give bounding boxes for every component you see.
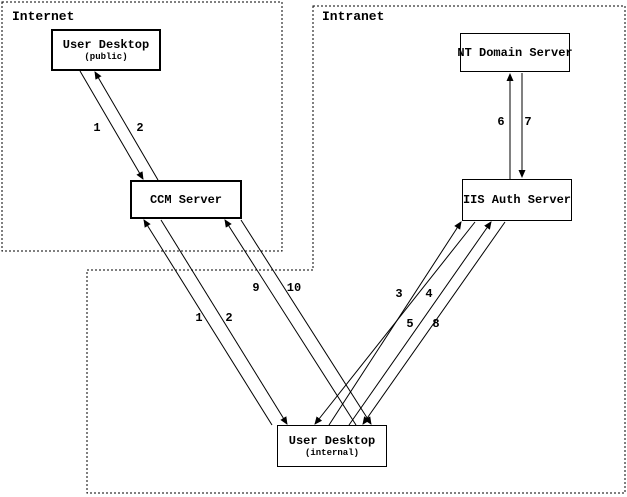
node-title: IIS Auth Server	[462, 193, 572, 207]
node-iis-auth-server: IIS Auth Server	[462, 179, 572, 221]
node-user-desktop-public: User Desktop (public)	[51, 29, 161, 71]
edge-label-8: 8	[432, 317, 439, 331]
node-subtitle: (public)	[84, 52, 128, 62]
edge-label-5: 5	[406, 317, 413, 331]
edge-label-2: 2	[225, 311, 232, 325]
node-nt-domain-server: NT Domain Server	[457, 33, 573, 72]
edge-line-4	[314, 221, 476, 425]
node-subtitle: (internal)	[304, 448, 359, 458]
edge-label-4: 4	[425, 287, 432, 301]
region-border-internet	[1, 1, 283, 252]
edge-label-3: 3	[395, 287, 402, 301]
edge-line-8	[362, 221, 506, 425]
edge-line-1	[143, 219, 273, 426]
edge-label-1: 1	[93, 121, 100, 135]
region-border-intranet	[86, 5, 626, 494]
edge-label-1: 1	[195, 311, 202, 325]
edge-line-2	[160, 219, 288, 425]
region-label-intranet: Intranet	[322, 9, 385, 24]
node-title: CCM Server	[149, 192, 222, 207]
edge-line-2	[94, 71, 159, 181]
edge-line-1	[79, 70, 144, 180]
edge-label-9: 9	[252, 281, 259, 295]
edge-label-7: 7	[524, 115, 531, 129]
node-title: NT Domain Server	[457, 45, 573, 60]
edge-line-9	[224, 219, 357, 426]
region-label-internet: Internet	[12, 9, 75, 24]
edge-line-10	[240, 219, 372, 425]
node-title: User Desktop	[62, 38, 150, 52]
edge-label-2: 2	[136, 121, 143, 135]
edge-label-6: 6	[497, 115, 504, 129]
node-ccm-server: CCM Server	[130, 180, 242, 219]
edge-line-5	[348, 221, 492, 426]
edge-label-10: 10	[287, 281, 301, 295]
node-user-desktop-internal: User Desktop (internal)	[277, 425, 387, 467]
node-title: User Desktop	[288, 434, 376, 448]
